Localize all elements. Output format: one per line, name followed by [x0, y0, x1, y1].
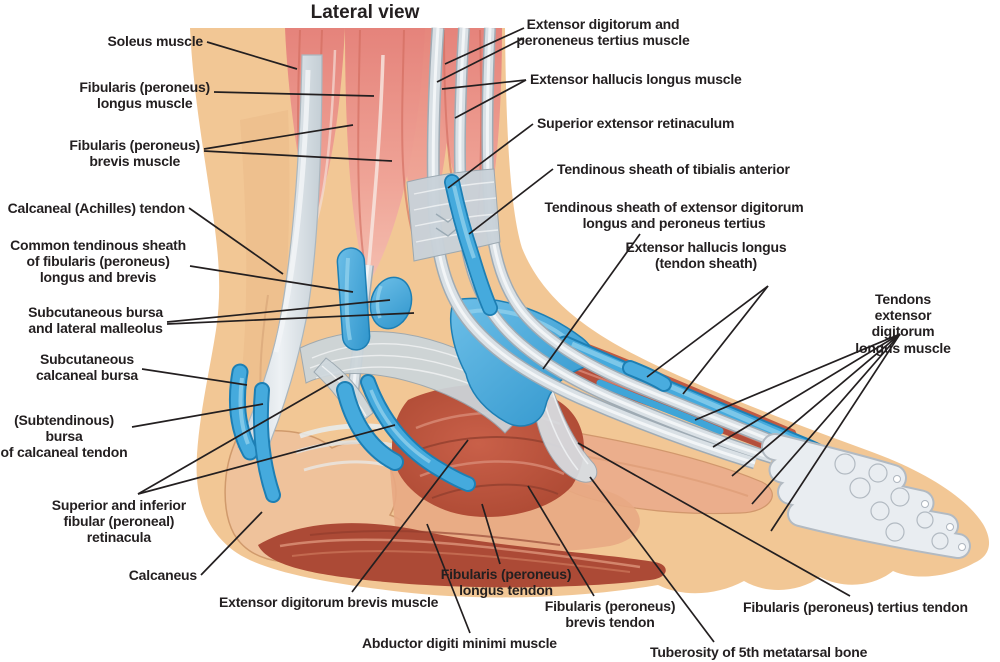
label-subtendinous-bursa: (Subtendinous) bursa of calcaneal tendon — [0, 412, 128, 461]
leader-extensor-hallucis-longus-muscle — [454, 79, 527, 119]
leader-tendinous-sheath-tibialis-anterior — [468, 168, 554, 235]
leader-subtendinous-bursa — [131, 403, 264, 428]
leader-extensor-hallucis-longus-tendon-sheath — [646, 285, 769, 378]
leader-fibular-peroneal-retinacula — [137, 424, 396, 495]
leader-subcutaneous-bursa-lateral-malleolus — [166, 299, 391, 323]
label-calcaneus: Calcaneus — [128, 567, 197, 583]
abductor-digiti-minimi-shape — [258, 523, 666, 588]
label-abductor-digiti-minimi-muscle: Abductor digiti minimi muscle — [362, 635, 557, 651]
leader-abductor-digiti-minimi-muscle — [426, 523, 471, 634]
label-fibularis-brevis-tendon: Fibularis (peroneus) brevis tendon — [544, 598, 676, 631]
leader-subcutaneous-bursa-lateral-malleolus — [166, 312, 415, 325]
label-fibularis-tertius-tendon: Fibularis (peroneus) tertius tendon — [743, 599, 968, 615]
label-superior-extensor-retinaculum: Superior extensor retinaculum — [537, 115, 735, 131]
leader-extensor-digitorum-peroneneus-tertius-muscle — [436, 37, 525, 83]
leader-tendons-extensor-digitorum-longus — [751, 333, 901, 505]
leader-common-tendinous-sheath — [189, 265, 354, 293]
label-subcutaneous-bursa-lateral-malleolus: Subcutaneous bursa and lateral malleolus — [28, 304, 163, 337]
label-tendinous-sheath-tibialis-anterior: Tendinous sheath of tibialis anterior — [557, 161, 790, 177]
leader-fibularis-brevis-tendon — [527, 485, 595, 597]
label-subcutaneous-calcaneal-bursa: Subcutaneous calcaneal bursa — [35, 351, 138, 384]
blue-sheaths-top — [228, 174, 672, 503]
label-fibular-peroneal-retinacula: Superior and inferior fibular (peroneal)… — [51, 497, 186, 546]
leader-extensor-hallucis-longus-muscle — [441, 79, 527, 90]
leader-calcaneus — [200, 511, 263, 576]
leader-extensor-digitorum-brevis-muscle — [351, 439, 469, 593]
leader-tendons-extensor-digitorum-longus — [694, 333, 901, 421]
leader-fibularis-longus-muscle — [213, 91, 375, 97]
leader-extensor-digitorum-peroneneus-tertius-muscle — [444, 27, 525, 65]
toes — [761, 433, 971, 559]
extensor-tendon-tubes — [426, 27, 791, 470]
label-tendons-extensor-digitorum-longus: Tendons extensor digitorum longus muscle — [855, 291, 951, 356]
label-extensor-digitorum-brevis-muscle: Extensor digitorum brevis muscle — [219, 594, 439, 610]
leader-soleus-muscle — [206, 41, 298, 70]
leader-tendinous-sheath-extensor-digitorum — [542, 233, 641, 370]
leader-subcutaneous-calcaneal-bursa — [141, 368, 248, 386]
label-fibularis-longus-muscle: Fibularis (peroneus) longus muscle — [79, 79, 210, 112]
leader-calcaneal-achilles-tendon — [188, 207, 284, 275]
page-title: Lateral view — [310, 2, 420, 23]
label-extensor-hallucis-longus-tendon-sheath: Extensor hallucis longus (tendon sheath) — [625, 239, 787, 272]
label-tuberosity-5th-metatarsal: Tuberosity of 5th metatarsal bone — [650, 644, 868, 660]
leader-tuberosity-5th-metatarsal — [589, 476, 715, 643]
leader-fibularis-brevis-muscle — [203, 124, 354, 150]
leader-fibular-peroneal-retinacula — [137, 375, 344, 495]
label-calcaneal-achilles-tendon: Calcaneal (Achilles) tendon — [7, 200, 186, 216]
label-fibularis-longus-tendon: Fibularis (peroneus) longus tendon — [440, 566, 572, 599]
leader-fibularis-longus-tendon — [481, 503, 501, 565]
leader-tendons-extensor-digitorum-longus — [712, 333, 901, 448]
leader-extensor-hallucis-longus-tendon-sheath — [682, 285, 769, 395]
leader-tendons-extensor-digitorum-longus — [770, 333, 901, 532]
leader-fibularis-tertius-tendon — [577, 442, 851, 597]
label-soleus-muscle: Soleus muscle — [107, 33, 204, 49]
leader-tendons-extensor-digitorum-longus — [731, 333, 901, 477]
label-common-tendinous-sheath: Common tendinous sheath of fibularis (pe… — [10, 237, 186, 286]
leader-lines — [131, 27, 901, 643]
label-tendinous-sheath-extensor-digitorum: Tendinous sheath of extensor digitorum l… — [544, 199, 804, 232]
label-extensor-hallucis-longus-muscle: Extensor hallucis longus muscle — [530, 71, 742, 87]
leader-superior-extensor-retinaculum — [447, 123, 534, 189]
label-fibularis-brevis-muscle: Fibularis (peroneus) brevis muscle — [69, 137, 200, 170]
label-extensor-digitorum-peroneneus-tertius-muscle: Extensor digitorum and peroneneus tertiu… — [516, 16, 690, 49]
leader-fibularis-brevis-muscle — [203, 150, 393, 162]
